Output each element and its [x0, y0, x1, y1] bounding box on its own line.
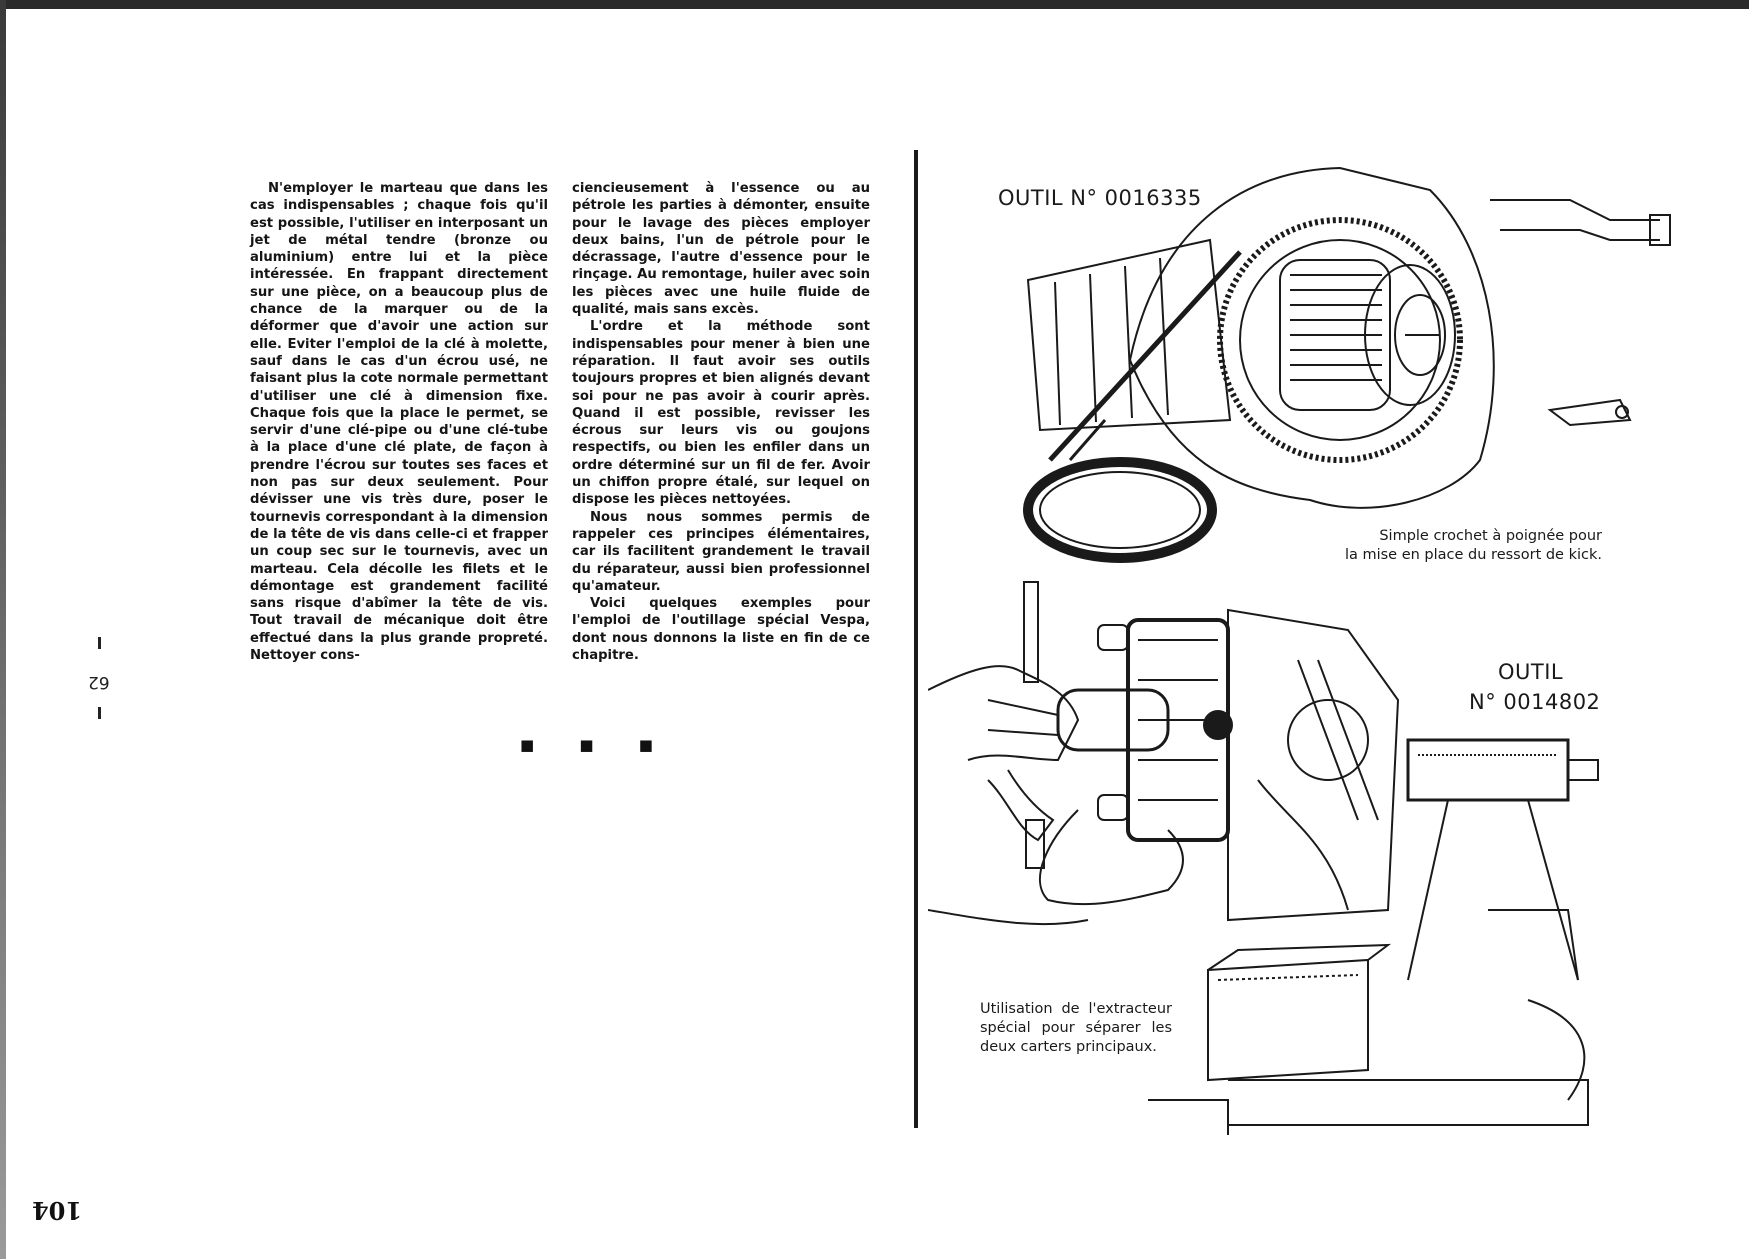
scan-top-border	[0, 0, 1749, 9]
paragraph: ciencieusement à l'essence ou au pétrole…	[572, 181, 870, 318]
page-number: 104	[32, 1196, 83, 1225]
tool-label-outil: OUTIL	[1498, 660, 1564, 684]
side-tick-bottom	[98, 707, 101, 719]
caption-line: la mise en place du ressort de kick.	[1344, 547, 1602, 563]
figure2-caption: Utilisation de l'extracteur spécial pour…	[980, 1001, 1172, 1055]
kick-spring-hook-illustration	[1023, 166, 1671, 563]
side-page-number: 62	[88, 672, 110, 692]
paragraph: L'ordre et la méthode sont indispensable…	[572, 319, 870, 508]
paragraph: Nous nous sommes permis de rappeler ces …	[572, 509, 870, 594]
text-column-2: ciencieusement à l'essence ou au pétrole…	[572, 180, 870, 664]
caption-line: Simple crochet à poignée pour	[1379, 528, 1602, 544]
tool-label-0014802: N° 0014802	[1469, 690, 1601, 714]
paragraph: N'employer le marteau que dans les cas i…	[250, 181, 548, 664]
column-divider	[914, 150, 918, 1128]
section-separator: ■ ■ ■	[520, 736, 673, 754]
text-column-1: N'employer le marteau que dans les cas i…	[250, 180, 548, 664]
scan-left-border	[0, 0, 6, 1259]
tool-label-0016335: OUTIL N° 0016335	[998, 186, 1202, 210]
paragraph: Voici quelques exemples pour l'emploi de…	[572, 596, 870, 664]
side-tick-top	[98, 637, 101, 649]
crankcase-extractor-illustration	[928, 581, 1599, 1135]
figure1-caption: Simple crochet à poignée pour la mise en…	[1302, 527, 1602, 565]
